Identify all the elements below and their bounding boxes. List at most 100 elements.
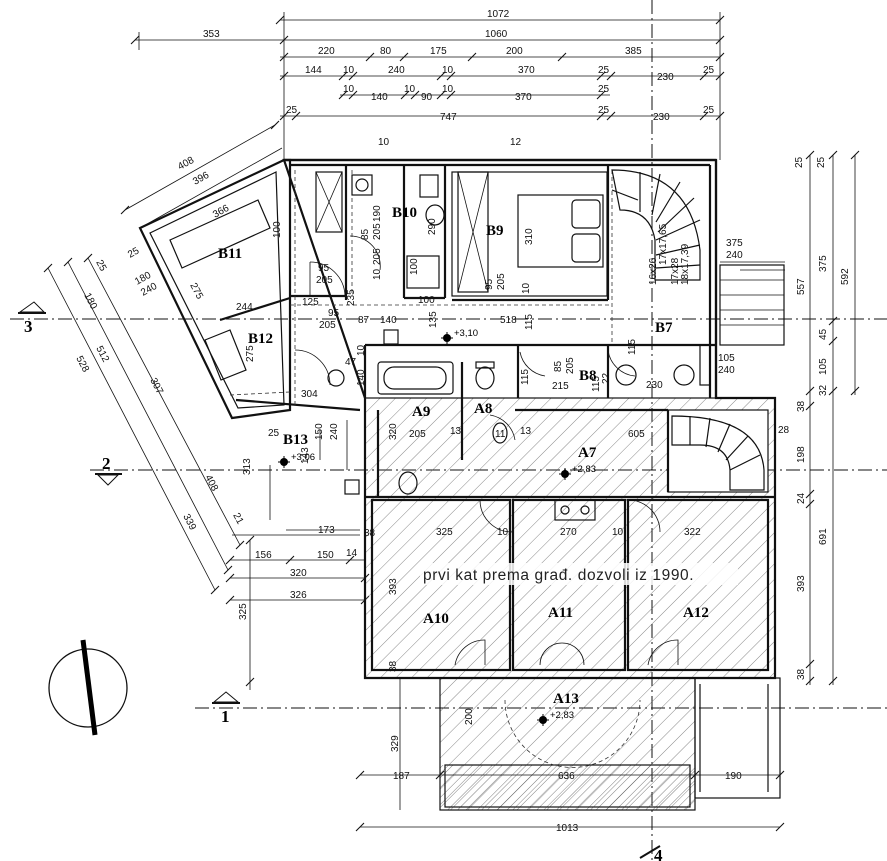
dim-interior: 205 [496,273,507,290]
terrace-a13 [355,677,785,832]
dim-right: 32 [818,384,829,396]
room-label-b13: B13 [283,432,308,448]
room-label-b9: B9 [486,223,504,239]
dim-interior: 205 [319,320,336,331]
room-label-a10: A10 [423,611,449,627]
level-markers: +3,10 +3,06 +2,83 +2,83 [278,328,596,726]
dim-diag: 408 [176,155,196,173]
doors [294,235,679,666]
dim-interior: 310 [524,228,535,245]
fixtures [169,171,711,521]
level-marker: +2,83 [559,464,596,480]
dim-top: 10 [343,84,355,95]
left-dimension-texts: 408 396 366 100 275 25 180 240 25 180 51… [73,155,375,620]
dim-top: 90 [421,92,433,103]
dim-interior: 105 [718,353,735,364]
dim-interior: 115 [627,339,638,355]
dim-interior: 16x26 [648,257,659,285]
dim-left: 173 [318,525,335,536]
dim-interior: 85 [360,228,371,240]
level-label: +2,83 [550,710,574,721]
dim-diag: 25 [126,245,141,260]
dim-interior: 115 [520,369,531,385]
dim-interior: 290 [427,218,438,235]
room-label-a8: A8 [474,401,492,417]
dim-interior: 230 [646,380,663,391]
dim-top: 10 [343,65,355,76]
hatched-areas [365,398,775,810]
dim-interior: 325 [436,527,453,538]
dim-left: 313 [242,458,253,475]
dim-top: 240 [388,65,405,76]
dim-diag: 25 [93,258,108,273]
axis-label-3: 3 [24,317,33,336]
dim-interior: 205 [409,429,426,440]
room-label-b11: B11 [218,246,242,262]
dim-top: 747 [440,112,457,123]
room-label-b8: B8 [579,368,597,384]
right-dimension-chains [805,150,860,686]
dim-top: 10 [404,84,416,95]
dim-interior: 13 [450,426,462,437]
plan-note: prvi kat prema građ. dozvoli iz 1990. [423,567,694,584]
dim-left: 320 [290,568,307,579]
dim-interior: 215 [552,381,569,392]
dim-left: 150 [317,550,334,561]
dim-right: 38 [796,668,807,680]
dim-left: 325 [238,603,249,620]
room-label-a12: A12 [683,605,709,621]
dim-interior: 190 [372,205,383,222]
dim-interior: 28 [778,425,790,436]
dim-left: 143 [300,447,311,464]
dim-bottom: 1013 [556,823,579,834]
dim-right: 45 [818,328,829,340]
dim-top: 140 [371,92,388,103]
top-dimension-chains [130,12,725,160]
axis-label-4: 4 [654,846,663,861]
interior-dimension-texts: 95 205 125 95 205 87 140 135 518 115 235… [236,137,790,752]
dim-diag: 366 [211,203,231,221]
dim-right: 592 [840,268,851,285]
dim-top: 230 [657,72,674,83]
dim-interior: 17x17,65 [658,223,669,265]
dim-top: 10 [442,65,454,76]
dim-right: 105 [818,358,829,375]
dim-interior: 329 [390,735,401,752]
axis-label-1: 1 [221,707,230,726]
room-label-a9: A9 [412,404,430,420]
dim-interior: 38 [388,660,399,672]
room-labels: B11 B12 B13 B10 B9 B7 B8 A9 A8 A7 A10 A1… [218,205,709,707]
dim-interior: 12 [510,137,522,148]
dim-diag: 408 [202,473,220,493]
staircase-b7 [611,169,785,346]
dim-interior: 240 [718,365,735,376]
dim-top: 10 [442,84,454,95]
bottom-dimension-texts: 187 636 190 1013 [393,771,742,834]
dim-left: 14 [346,548,358,559]
room-label-b7: B7 [655,320,673,336]
dim-right: 691 [818,528,829,545]
axis-label-2: 2 [102,454,111,473]
dim-interior: 235 [346,289,357,306]
dim-top: 25 [286,105,298,116]
dim-diag: 180 [81,291,99,311]
room-label-a7: A7 [578,445,597,461]
dim-diag: 307 [147,376,165,396]
room-label-a11: A11 [548,605,573,621]
dim-interior: 10 [612,527,624,538]
dim-left: 240 [329,423,340,440]
dim-interior: 322 [684,527,701,538]
dim-interior: 205 [565,357,576,374]
level-marker: +3,06 [278,452,315,468]
dim-diag: 396 [191,170,211,188]
dim-interior: 10 [521,282,532,294]
dim-bottom: 190 [725,771,742,782]
dim-interior: 135 [428,311,439,328]
dim-top: 230 [653,112,670,123]
dim-top: 370 [515,92,532,103]
right-dimension-texts: 25 25 557 375 592 45 105 32 38 198 24 69… [794,156,851,680]
dim-left: 25 [268,428,280,439]
dim-top: 175 [430,46,447,57]
dim-interior: 10 [356,344,367,356]
